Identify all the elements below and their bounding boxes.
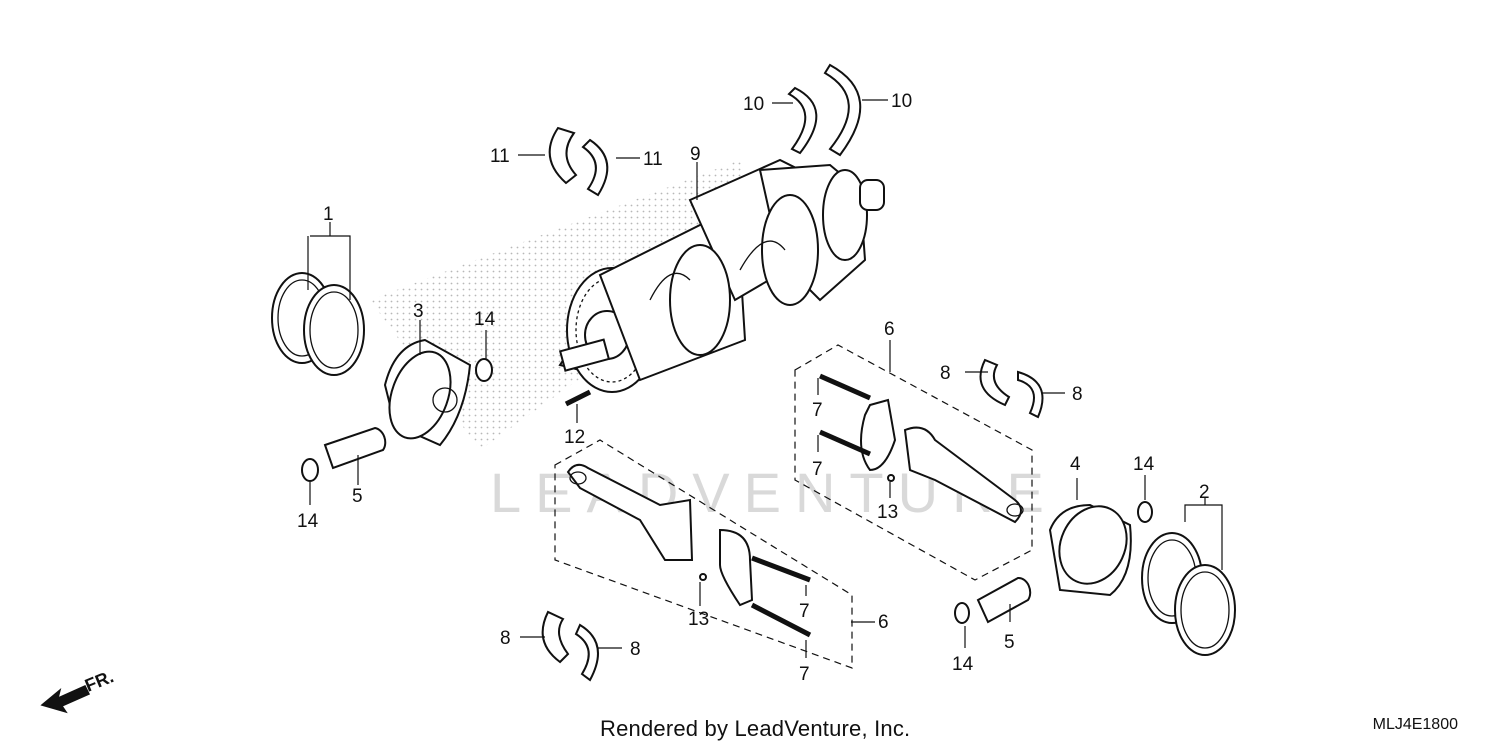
connecting-rod-lower <box>566 463 694 561</box>
rod-bearing-upper-left <box>979 358 1011 407</box>
callout-8-b: 8 <box>1072 384 1083 405</box>
callout-6-upper: 6 <box>884 319 895 340</box>
rod-bearing-upper-right <box>1017 370 1044 419</box>
callout-14-c: 14 <box>1133 454 1155 475</box>
piston-ring-set-right <box>1141 532 1236 656</box>
callout-12: 12 <box>564 427 585 448</box>
dowel-pin <box>564 389 592 407</box>
main-bearing-left <box>548 126 578 185</box>
circlip-lower-right <box>954 602 970 624</box>
thrust-washer-left <box>787 86 818 155</box>
circlip-upper-left <box>475 358 493 382</box>
thrust-washer-right <box>823 63 862 157</box>
callout-2: 2 <box>1199 482 1210 503</box>
rod-bearing-lower-left <box>541 610 570 664</box>
rod-bolts-upper <box>818 373 872 457</box>
circlip-lower-left <box>301 458 319 482</box>
rod-bearing-lower-right <box>574 623 599 682</box>
callout-7-b: 7 <box>812 459 823 480</box>
callout-7-d: 7 <box>799 664 810 685</box>
main-bearing-right <box>581 138 609 197</box>
front-direction-label: FR. <box>82 666 116 695</box>
callout-10-b: 10 <box>891 91 912 112</box>
callout-13-lower: 13 <box>688 609 709 630</box>
dowel-upper <box>887 474 895 482</box>
callout-11-a: 11 <box>490 146 510 167</box>
piston-ring-set-left <box>271 272 365 376</box>
piston-pin-right <box>976 577 1032 624</box>
diagram-code: MLJ4E1800 <box>1372 716 1458 733</box>
callout-8-d: 8 <box>630 639 641 660</box>
callout-7-a: 7 <box>812 400 823 421</box>
rod-group-frame-upper <box>794 344 1033 581</box>
callout-14-b: 14 <box>297 511 319 532</box>
dowel-lower <box>699 573 707 581</box>
callout-3: 3 <box>413 301 424 322</box>
rod-cap-upper <box>860 398 897 472</box>
callout-5-left: 5 <box>352 486 363 507</box>
piston-right <box>1048 503 1132 597</box>
render-credit: Rendered by LeadVenture, Inc. <box>600 716 911 741</box>
callout-13-upper: 13 <box>877 502 898 523</box>
crankshaft <box>558 158 885 393</box>
callout-8-c: 8 <box>500 628 511 649</box>
rod-cap-lower <box>719 528 754 607</box>
circlip-upper-right <box>1137 501 1153 523</box>
front-direction-arrow: FR. <box>40 666 116 714</box>
rod-bolts-lower <box>750 555 812 638</box>
rod-group-frame-lower <box>554 439 853 669</box>
connecting-rod-upper <box>903 426 1024 524</box>
piston-left <box>383 338 472 447</box>
callout-14-d: 14 <box>952 654 974 675</box>
callout-9: 9 <box>690 144 701 165</box>
callout-11-b: 11 <box>643 149 663 170</box>
callout-10-a: 10 <box>743 94 764 115</box>
piston-pin-left <box>323 426 387 470</box>
callout-6-lower: 6 <box>878 612 889 633</box>
callout-labels: 1 2 3 4 5 5 6 6 7 7 7 7 8 8 8 8 9 10 10 … <box>297 91 1210 685</box>
callout-4: 4 <box>1070 454 1081 475</box>
callout-7-c: 7 <box>799 601 810 622</box>
callout-1: 1 <box>323 204 334 225</box>
callout-5-right: 5 <box>1004 632 1015 653</box>
leader-lines <box>307 99 1223 658</box>
callout-14-a: 14 <box>474 309 496 330</box>
callout-8-a: 8 <box>940 363 951 384</box>
